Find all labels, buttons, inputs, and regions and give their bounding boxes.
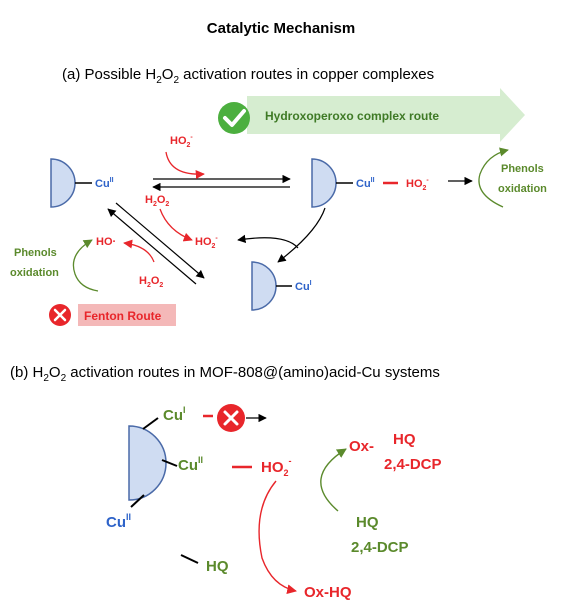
check-icon xyxy=(218,102,250,134)
red-curve-upper xyxy=(159,208,193,242)
green-curve-right xyxy=(478,147,509,208)
oxidation-left: oxidation xyxy=(10,267,59,279)
svg-text:CuII: CuII xyxy=(95,177,114,190)
hydroxoperoxo-banner xyxy=(247,88,525,142)
banner-label: Hydroxoperoxo complex route xyxy=(265,109,439,123)
panel-a-label: (a) Possible H2O2 activation routes in c… xyxy=(62,66,434,86)
phenols-right: Phenols xyxy=(501,163,544,175)
curve-down-from-complex xyxy=(277,207,326,263)
panel-b-label: (b) H2O2 activation routes in MOF-808@(a… xyxy=(10,364,440,384)
curve-to-ho2-left xyxy=(237,234,299,249)
cross-icon-b xyxy=(217,404,245,432)
red-curve-top xyxy=(165,151,205,180)
svg-text:HO2-: HO2- xyxy=(406,177,429,192)
ox-hq: Ox-HQ xyxy=(304,584,352,601)
arm-cu1 xyxy=(142,417,159,430)
h2o2-lower: H2O2 xyxy=(139,275,163,289)
cross-icon-fenton xyxy=(49,304,71,326)
hq-green: HQ xyxy=(356,514,379,531)
hq-red: HQ xyxy=(393,431,416,448)
phenols-left: Phenols xyxy=(14,247,57,259)
arm-cu2-lower xyxy=(130,494,145,508)
cu1-label-b: CuI xyxy=(163,405,186,424)
fenton-route-badge xyxy=(78,304,176,326)
h2o2-upper: H2O2 xyxy=(145,194,169,208)
dcp-green: 2,4-DCP xyxy=(351,539,409,556)
cu1-complex: CuI xyxy=(251,261,312,311)
cu2-complex-left: CuII xyxy=(50,158,114,208)
svg-text:CuI: CuI xyxy=(295,280,312,293)
hq-bound: HQ xyxy=(206,558,229,575)
cu2-label-b: CuII xyxy=(178,455,203,474)
cu2-label-b-lower: CuII xyxy=(106,512,131,531)
diag-arrow-down xyxy=(115,202,205,279)
cu2-ho2-complex: CuII HO2- xyxy=(311,158,429,208)
oxidation-right: oxidation xyxy=(498,183,547,195)
red-curve-lower xyxy=(123,239,155,263)
ho-radical: HO· xyxy=(96,236,116,248)
arm-hq xyxy=(180,554,199,564)
ho2-minus-top: HO2- xyxy=(170,134,193,149)
ho2-minus-mid: HO2- xyxy=(195,235,218,250)
arm-cu2 xyxy=(161,459,178,467)
diag-arrow-up xyxy=(107,208,197,285)
red-curve-to-oxhq xyxy=(258,480,297,594)
svg-text:CuII: CuII xyxy=(356,177,375,190)
ho2-b: HO2- xyxy=(261,456,292,478)
figure-title: Catalytic Mechanism xyxy=(207,20,355,37)
fenton-route-label: Fenton Route xyxy=(84,309,162,323)
green-curve-left xyxy=(72,239,99,292)
mof-node xyxy=(128,425,167,501)
ox-prefix: Ox- xyxy=(349,438,374,455)
green-cycle-arrow xyxy=(320,448,347,512)
dcp-red: 2,4-DCP xyxy=(384,456,442,473)
